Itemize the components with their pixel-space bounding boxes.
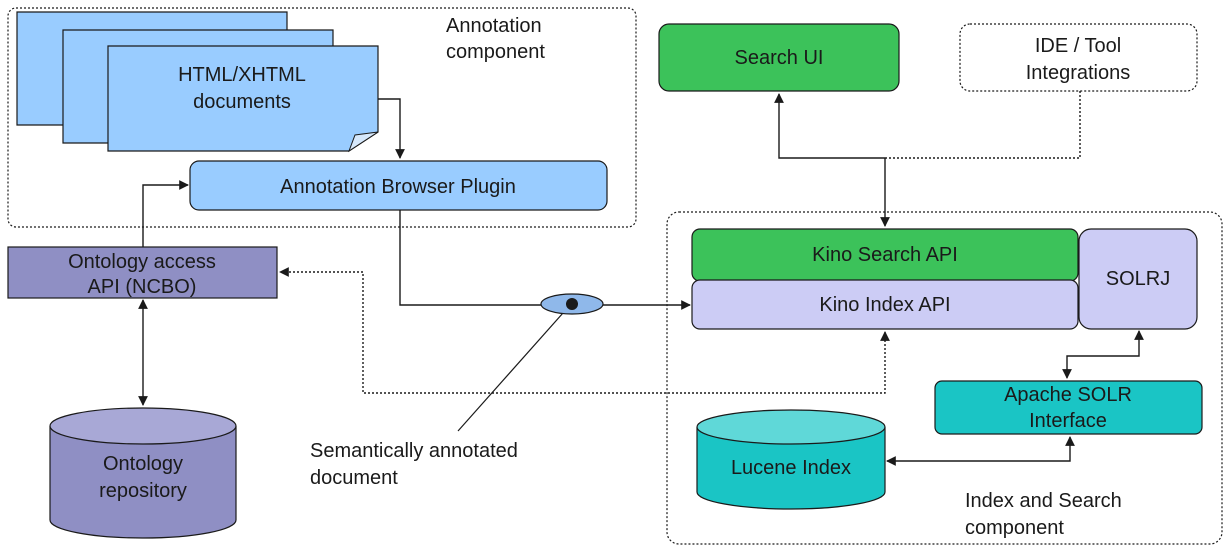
ide-link	[885, 91, 1081, 159]
kino-search-api-label: Kino Search API	[812, 244, 958, 266]
docs-to-plugin-arrow	[378, 98, 405, 159]
solrj	[1078, 228, 1198, 330]
search-ui	[658, 23, 900, 92]
search-ui-arrow	[774, 93, 885, 159]
lucene-index-label: Lucene Index	[731, 457, 851, 479]
kino-to-ontology-dashed-arrow	[279, 267, 890, 394]
kino-index-api-label: Kino Index API	[819, 294, 950, 316]
plugin-to-kino-arrow	[399, 210, 691, 310]
apache-solr-interface	[934, 380, 1203, 435]
annotation-browser-plugin-label: Annotation Browser Plugin	[280, 176, 516, 198]
annotation-browser-plugin	[189, 160, 608, 211]
ide-tool-integrations	[959, 23, 1198, 92]
index-search-component-group	[666, 211, 1223, 545]
ontology-to-plugin-arrow	[142, 180, 189, 247]
callout-line	[457, 303, 572, 432]
lucene-solr-arrow	[886, 436, 1075, 466]
annotation-component-group	[7, 7, 637, 228]
solrj-label: SOLRJ	[1106, 268, 1170, 290]
annotated-document-eye	[540, 293, 604, 315]
search-ui-label: Search UI	[735, 47, 824, 69]
solrj-solr-arrow	[1062, 330, 1144, 379]
lucene-index: Lucene Index	[696, 409, 886, 510]
